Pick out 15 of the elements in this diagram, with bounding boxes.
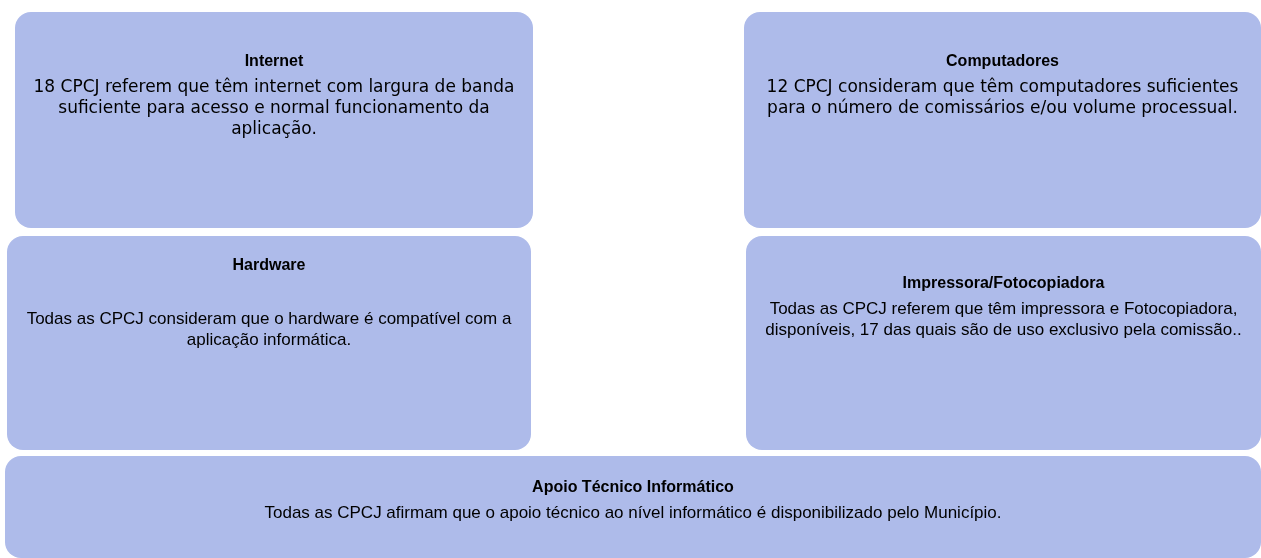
- info-card: [15, 12, 533, 228]
- info-card: [5, 456, 1261, 558]
- info-card: [744, 12, 1261, 228]
- card-heading: Computadores: [946, 52, 1059, 70]
- info-card: [746, 236, 1261, 450]
- card-text: Todas as CPCJ afirmam que o apoio técnico ao nível informático é disponibilizado pelo Município.: [264, 502, 1002, 523]
- card-text: Todas as CPCJ referem que têm impressora e Fotocopiadora, disponíveis, 17 das quais são de uso exclusivo pela comissão..: [764, 298, 1243, 340]
- info-card: [7, 236, 531, 450]
- card-heading: Impressora/Fotocopiadora: [902, 274, 1105, 292]
- card-heading: Internet: [244, 52, 304, 70]
- card-text: 18 CPCJ referem que têm internet com largura de banda suficiente para acesso e normal funcionamento da aplicação.: [33, 76, 515, 139]
- card-text: 12 CPCJ consideram que têm computadores suficientes para o número de comissários e/ou volume processual.: [765, 76, 1240, 118]
- card-heading: Hardware: [232, 256, 306, 274]
- card-text: Todas as CPCJ consideram que o hardware é compatível com a aplicação informática.: [25, 308, 513, 350]
- card-heading: Apoio Técnico Informático: [532, 478, 734, 496]
